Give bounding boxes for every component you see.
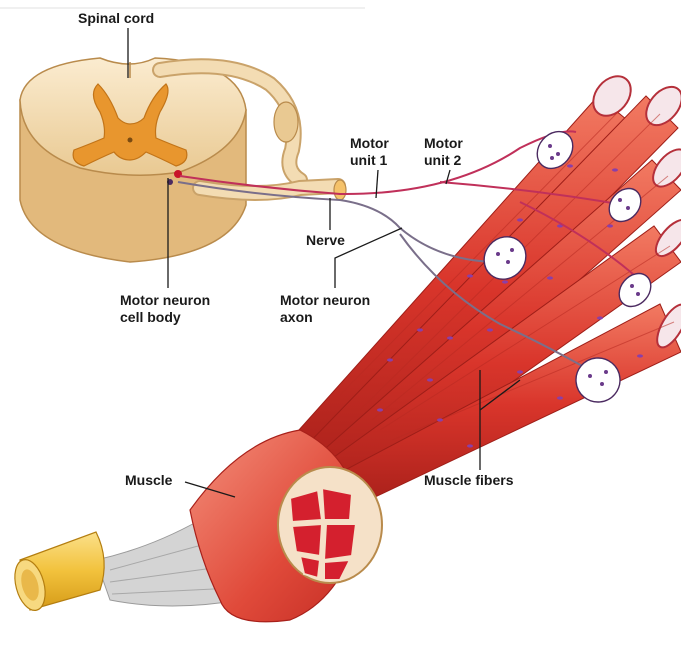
motor-unit-2-label: Motor unit 2 <box>424 135 463 169</box>
spinal-cord-label: Spinal cord <box>78 10 154 27</box>
motor-neuron-axon-label: Motor neuron axon <box>280 292 370 326</box>
nerve-cut-end <box>334 180 346 200</box>
spinal-cord-section <box>20 58 346 262</box>
muscle-label: Muscle <box>125 472 172 489</box>
whole-muscle <box>10 430 382 622</box>
nerve-label: Nerve <box>306 232 345 249</box>
muscle-fibers-label: Muscle fibers <box>424 472 513 489</box>
motor-neuron-cell-body-label: Motor neuron cell body <box>120 292 210 326</box>
motor-unit-1-label: Motor unit 1 <box>350 135 389 169</box>
